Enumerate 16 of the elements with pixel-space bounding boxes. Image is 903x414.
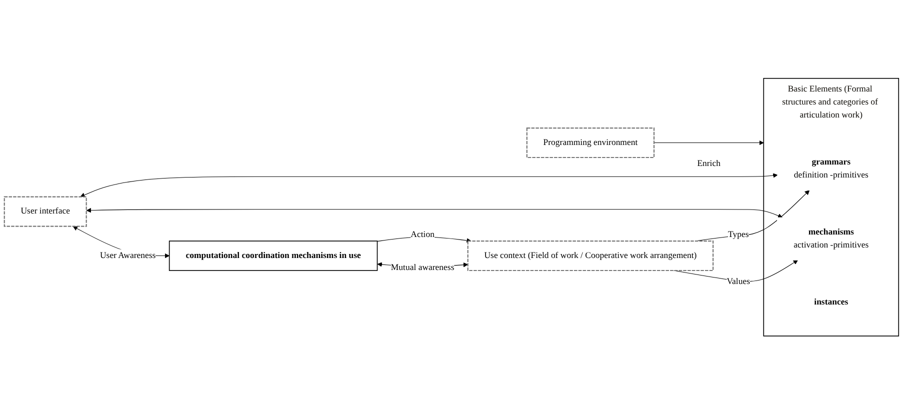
arrow <box>80 172 778 198</box>
edge-label: User Awareness <box>100 250 156 260</box>
edge-label: Values <box>726 276 750 286</box>
edge-label: Types <box>728 230 749 240</box>
node-box: Use context (Field of work / Cooperative work arrangement) <box>467 240 714 271</box>
arrow <box>654 140 764 145</box>
node-text: mechanisms activation -primitives <box>794 227 869 250</box>
edge-label: Action <box>410 230 434 240</box>
arrow <box>86 208 783 218</box>
edge-label: Mutual awareness <box>390 262 454 272</box>
node-text: instances <box>814 297 848 306</box>
node-box: Programming environment <box>526 127 655 158</box>
node-box: User interface <box>4 196 87 227</box>
edge-label: Enrich <box>697 158 720 168</box>
node-text: grammars definition -primitives <box>794 157 868 180</box>
node-box: computational coordination mechanisms in use <box>168 240 378 271</box>
